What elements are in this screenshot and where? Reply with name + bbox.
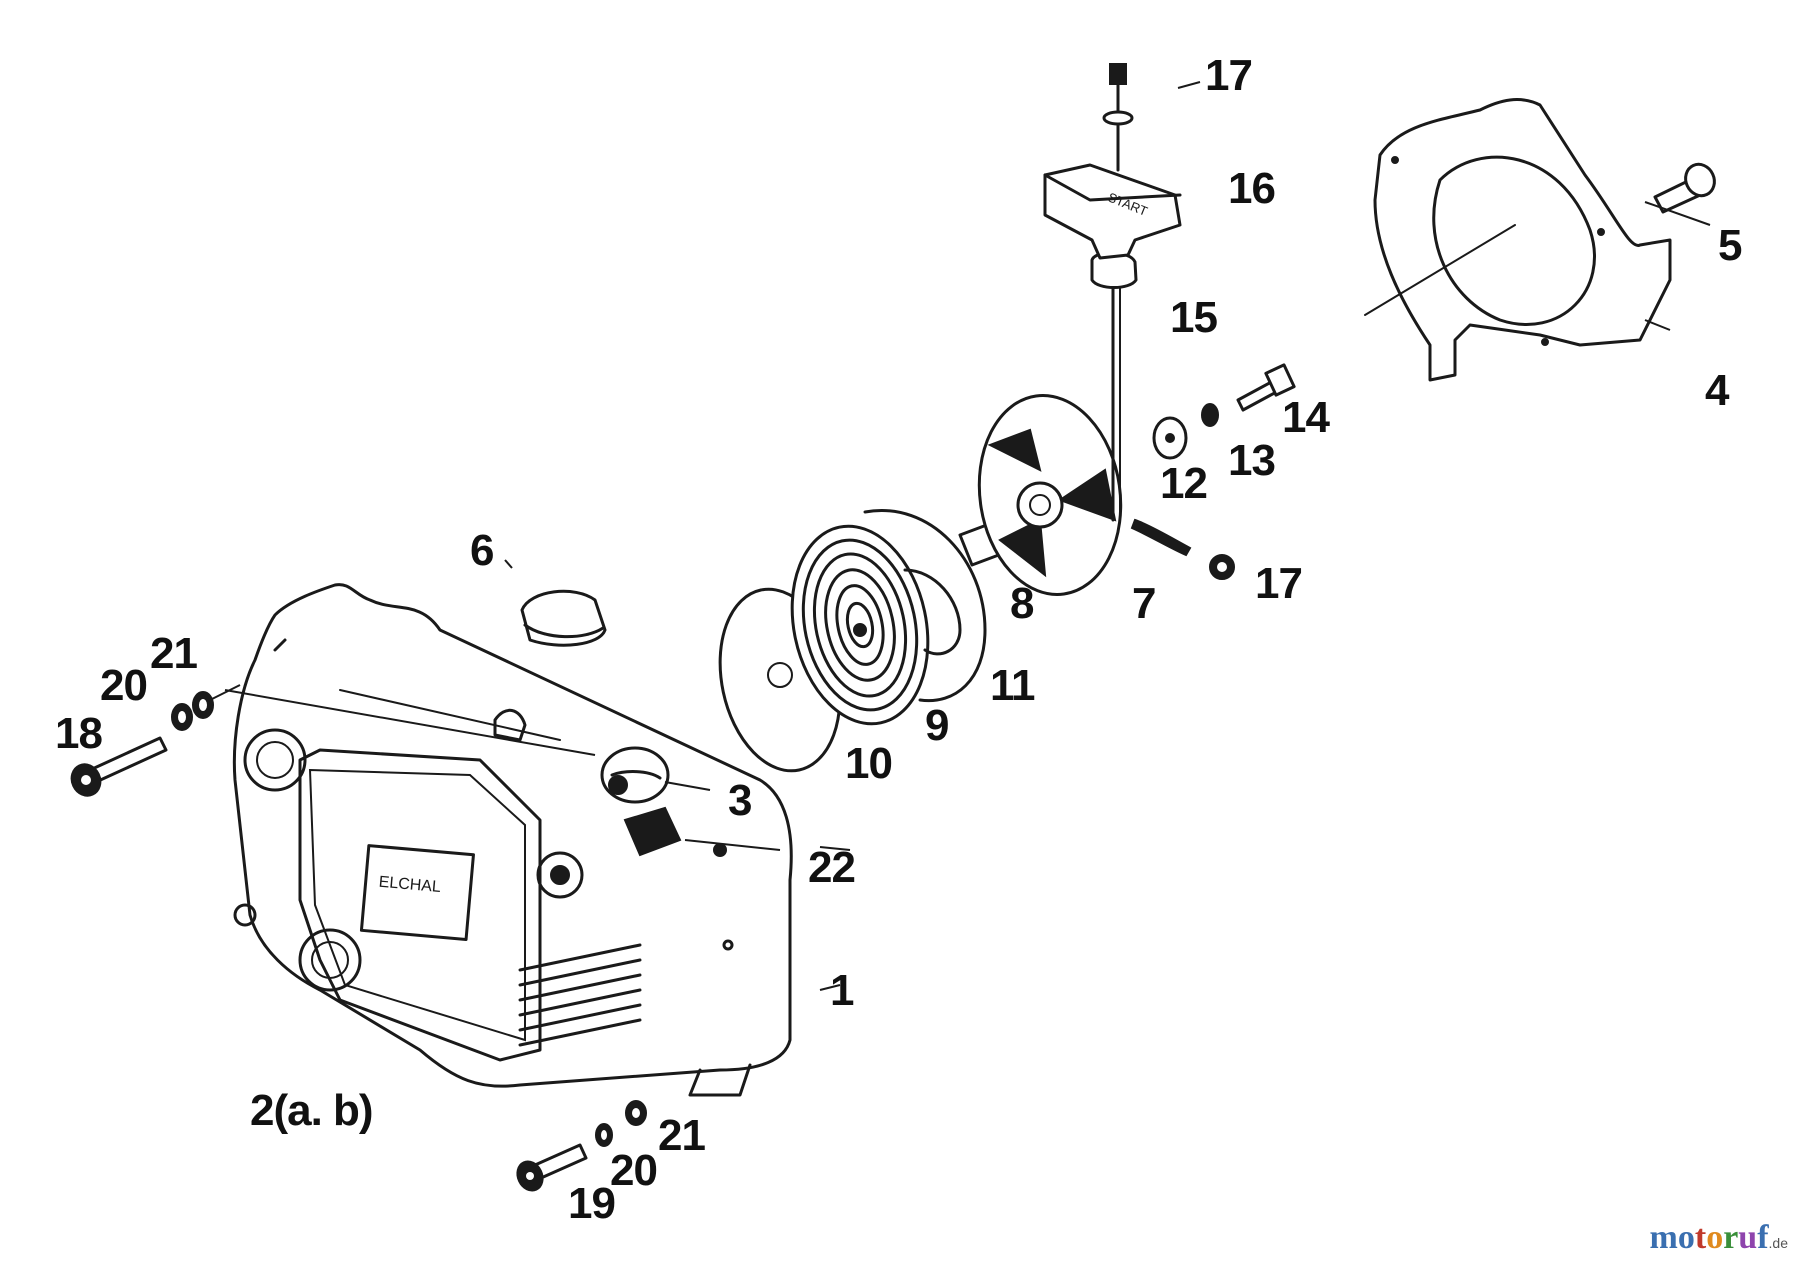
label-part-8: 8 [1010,579,1034,628]
knob-part [600,746,670,804]
label-part-17-right: 17 [1255,559,1302,608]
label-part-15: 15 [1170,293,1217,342]
logo-letter: o [1677,1219,1695,1256]
label-part-21-left: 21 [150,629,197,678]
cover-plate-part [1364,98,1672,382]
label-part-19: 19 [568,1179,615,1228]
top-screw-part [1102,63,1134,172]
spring-housing-part [863,509,987,703]
label-part-18: 18 [55,709,102,758]
label-part-7: 7 [1132,579,1155,628]
logo-letters: motoruf [1650,1219,1769,1256]
washer-21-bottom-part [625,1100,647,1126]
washer-21-left-part [192,691,214,719]
bolt-19-part [516,1143,588,1192]
label-part-1: 1 [830,966,854,1015]
label-part-5: 5 [1718,221,1742,270]
spring-part [790,524,930,726]
label-part-2: 2(a. b) [250,1086,373,1135]
part-number-labels: 1 2(a. b) 3 4 5 6 7 8 9 10 11 12 13 14 1… [55,51,1743,1228]
cooling-slots [518,943,642,1047]
motoruf-logo: motoruf.de [1650,1219,1788,1257]
label-part-10: 10 [845,739,892,788]
label-part-17-top: 17 [1205,51,1252,100]
starter-handle-part: START [1043,163,1182,260]
logo-letter: o [1706,1219,1724,1256]
screw-part [1236,363,1296,412]
label-part-9: 9 [925,701,948,750]
label-part-21-bottom: 21 [658,1111,705,1160]
label-part-20-left: 20 [100,661,147,710]
label-part-6: 6 [470,526,493,575]
bolt-part [1653,162,1716,214]
label-part-22: 22 [808,843,855,892]
nut-part-small [1201,403,1219,427]
label-part-3: 3 [728,776,751,825]
nut-part-right [1209,554,1235,580]
logo-letter: u [1738,1219,1758,1256]
logo-letter: m [1649,1219,1678,1256]
label-part-20-bottom: 20 [610,1146,657,1195]
plate-part [623,806,727,857]
leader-lines [209,81,1711,991]
housing-part: ELCHAL [232,583,793,1097]
svg-text:ELCHAL: ELCHAL [378,874,442,896]
pulley-part [977,393,1192,597]
logo-letter: f [1757,1219,1769,1256]
logo-domain: .de [1768,1235,1788,1251]
logo-letter: t [1694,1219,1707,1256]
label-part-13: 13 [1228,436,1275,485]
cap-part [520,589,607,647]
logo-letter: r [1723,1219,1739,1256]
rope-part [1111,278,1121,522]
label-part-11: 11 [990,661,1035,710]
label-part-12: 12 [1160,459,1207,508]
bolt-18-part [70,736,168,797]
washer-20-bottom-part [595,1123,613,1147]
washer-20-left-part [171,703,193,731]
washer-part [1152,416,1188,460]
label-part-4: 4 [1705,366,1730,415]
label-part-16: 16 [1228,164,1275,213]
label-part-14: 14 [1282,393,1330,442]
